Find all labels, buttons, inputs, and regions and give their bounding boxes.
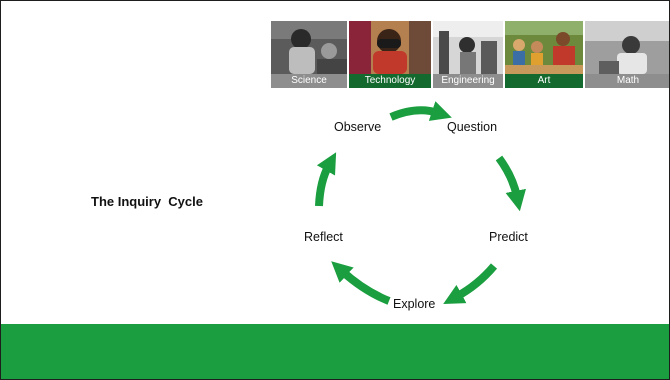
banner-panel-engineering: Engineering xyxy=(433,21,503,88)
banner-caption-technology: Technology xyxy=(349,74,431,88)
cycle-stage-reflect: Reflect xyxy=(304,230,343,244)
art-photo xyxy=(505,21,583,74)
banner-panel-art: Art xyxy=(505,21,583,88)
cycle-arrow-predict-to-explore xyxy=(443,263,498,304)
banner-caption-math: Math xyxy=(585,74,669,88)
banner-panel-science: Science xyxy=(271,21,347,88)
banner-panel-technology: Technology xyxy=(349,21,431,88)
cycle-arrow-reflect-to-observe xyxy=(315,152,337,207)
cycle-arrow-observe-to-question xyxy=(389,101,452,121)
cycle-stage-question: Question xyxy=(447,120,498,134)
cycle-arrow-question-to-predict xyxy=(495,155,526,212)
slide-title: The Inquiry Cycle xyxy=(91,194,203,209)
banner-caption-science: Science xyxy=(271,74,347,88)
cycle-stage-observe: Observe xyxy=(334,120,382,134)
technology-photo xyxy=(349,21,431,74)
cycle-arrow-explore-to-reflect xyxy=(331,261,391,305)
banner-caption-art: Art xyxy=(505,74,583,88)
math-photo xyxy=(585,21,669,74)
footer-bar xyxy=(1,324,669,379)
cycle-stage-predict: Predict xyxy=(489,230,528,244)
cycle-stage-explore: Explore xyxy=(393,297,436,311)
engineering-photo xyxy=(433,21,503,74)
science-photo xyxy=(271,21,347,74)
banner-caption-engineering: Engineering xyxy=(433,74,503,88)
stem-photo-banner: Science Technology Engineering xyxy=(271,21,669,88)
banner-panel-math: Math xyxy=(585,21,669,88)
